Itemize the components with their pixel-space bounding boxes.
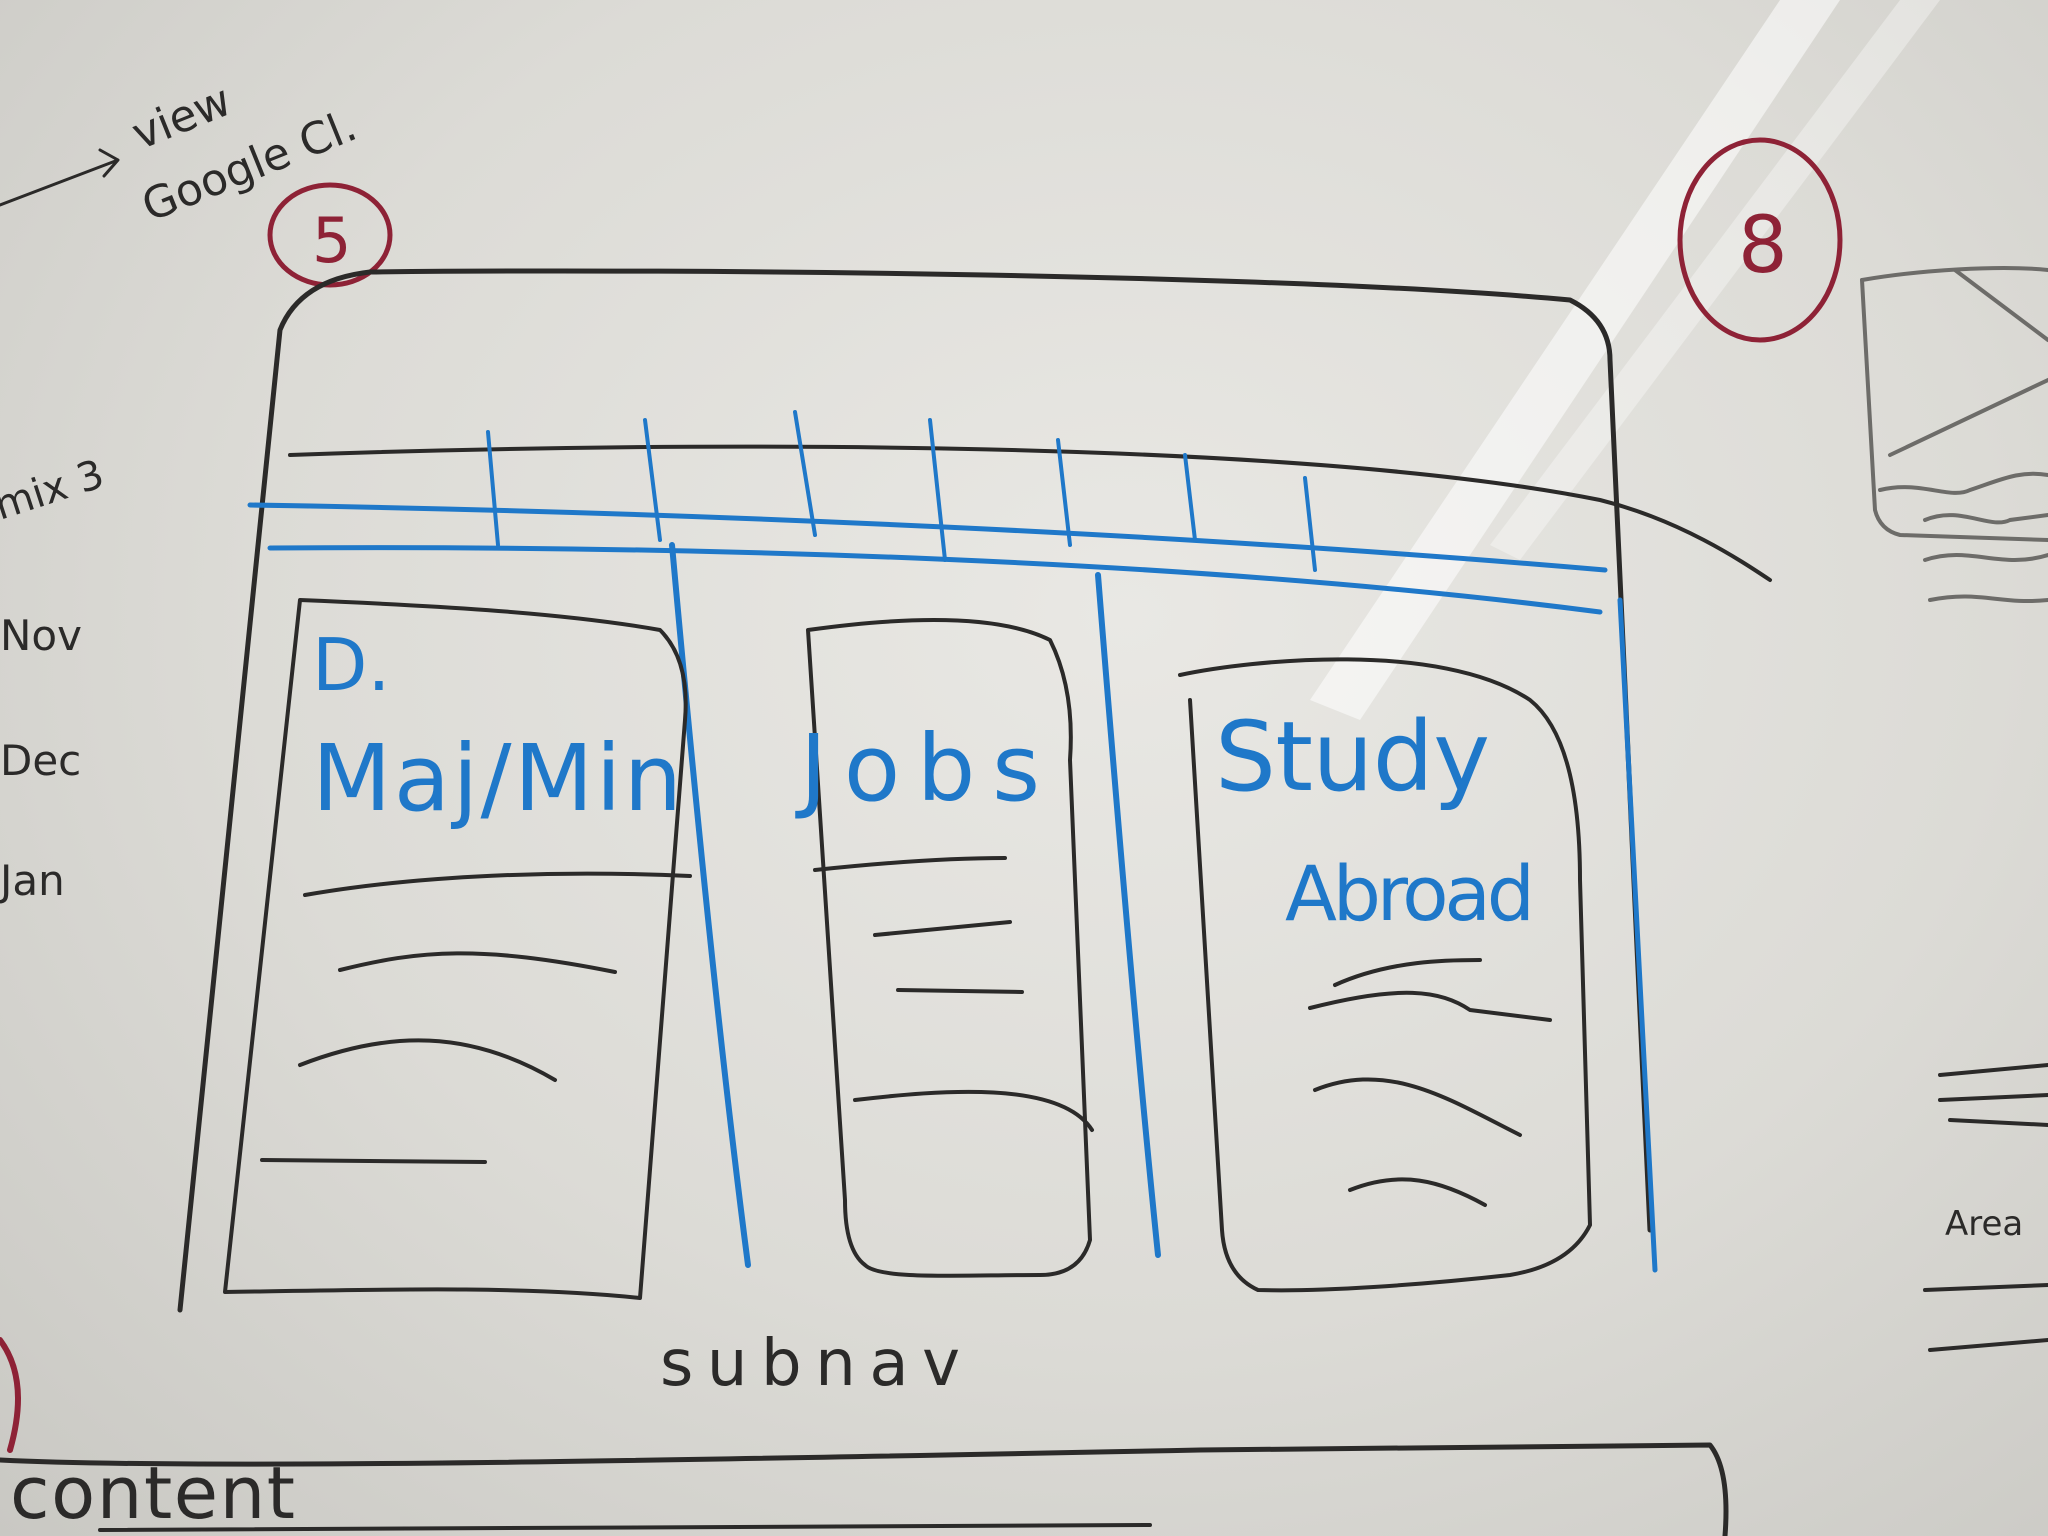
column-divider-2 (1095, 572, 1161, 1258)
glare-streak-2 (1490, 0, 1940, 560)
column-card-study-abroad (1178, 657, 1592, 1293)
content-label: content (10, 1451, 295, 1535)
content-box (0, 1442, 1729, 1536)
nav-bar-line-1 (247, 502, 1608, 573)
column-divider-line-2 (813, 856, 1007, 872)
sketch-number-5: 5 (312, 204, 351, 277)
column-card-maj-min (223, 598, 688, 1300)
column-heading-abroad: Abroad (1285, 849, 1535, 938)
column-divider-1 (669, 542, 751, 1268)
column-divider-3 (1617, 597, 1658, 1273)
arrow-icon (0, 148, 120, 207)
right-fragment-label: Area (1945, 1204, 2023, 1244)
view-note-line1: view (125, 75, 238, 160)
sketch-number-8: 8 (1738, 201, 1788, 291)
left-month-nov: Nov (0, 611, 82, 660)
left-month-jan: Jan (0, 856, 65, 905)
column-heading-study: Study (1215, 701, 1490, 813)
sketch-number-circle (267, 182, 393, 288)
column-divider-line (303, 871, 692, 897)
column-placeholder-lines-3 (1308, 958, 1552, 1207)
glare-streak (1310, 0, 1840, 720)
red-mark (0, 1337, 21, 1453)
nav-tabs (486, 410, 1317, 572)
column-placeholder-lines-2 (853, 920, 1094, 1132)
left-note-mix: mix 3 (0, 451, 110, 529)
column-heading-maj-min-1: D. (312, 623, 390, 707)
content-box-bottom (98, 1523, 1152, 1532)
sketch-number-circle-2 (1677, 137, 1843, 343)
subnav-label: subnav (660, 1327, 960, 1401)
wireframe-frame (177, 268, 1653, 1313)
column-heading-jobs: Jobs (795, 715, 1040, 822)
left-month-dec: Dec (0, 736, 81, 785)
column-placeholder-lines (260, 951, 617, 1164)
column-heading-maj-min-2: Maj/Min (312, 725, 682, 832)
nav-bar-top-line (288, 444, 1772, 582)
column-card-jobs (806, 618, 1092, 1278)
right-edge-sketch (1860, 266, 2048, 1352)
